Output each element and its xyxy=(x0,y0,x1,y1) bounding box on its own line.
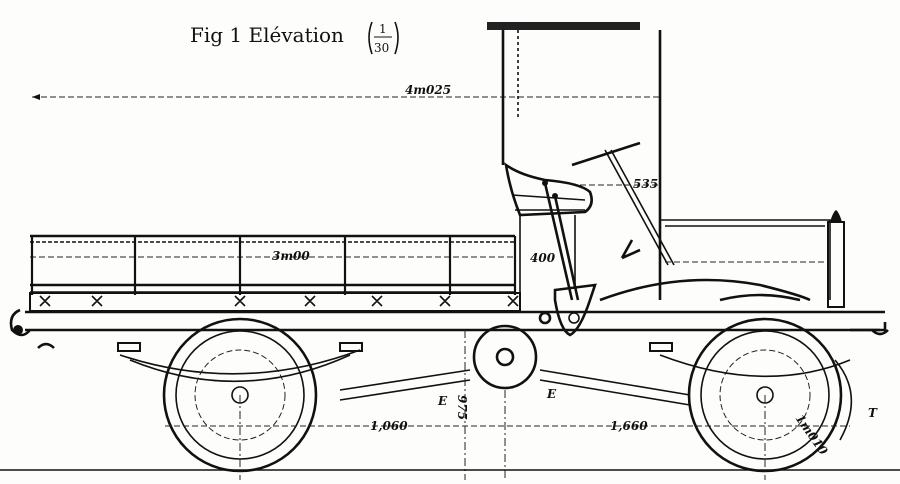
scale-denominator: 30 xyxy=(374,41,389,55)
rear-spring-label: E xyxy=(437,394,448,408)
rear-half-wheelbase-label: 1,060 xyxy=(370,419,408,433)
steering-offset-label: 535 xyxy=(633,177,658,191)
frame-height-label: 975 xyxy=(455,395,469,420)
scale-numerator: 1 xyxy=(379,22,387,36)
cab xyxy=(501,30,662,300)
tire-label: T xyxy=(868,406,878,420)
scale-parentheses xyxy=(368,21,399,55)
wheelbase-dimension: 1,060 1,660 975 xyxy=(165,330,850,480)
chassis-frame xyxy=(9,308,889,349)
overall-length-label: 4m025 xyxy=(405,83,451,97)
rear-spring xyxy=(117,342,363,383)
steering-column: 535 xyxy=(571,141,675,266)
front-half-wheelbase-label: 1,660 xyxy=(610,419,648,433)
front-wheel: 1m010 T xyxy=(687,293,878,473)
drive-shafts: E E xyxy=(339,369,691,408)
hood xyxy=(599,210,845,308)
cab-roof xyxy=(487,22,640,30)
overall-length-dimension: 4m025 xyxy=(32,83,660,100)
front-spring-label: E xyxy=(546,387,557,401)
figure-title: Fig 1 Elévation xyxy=(190,23,344,47)
seat-depth-label: 400 xyxy=(530,251,556,265)
body-length-label: 3m00 xyxy=(272,249,310,263)
cargo-body: 3m00 400 xyxy=(29,234,556,312)
differential xyxy=(472,324,538,390)
driver-seat xyxy=(504,162,593,295)
front-spring xyxy=(649,342,851,378)
